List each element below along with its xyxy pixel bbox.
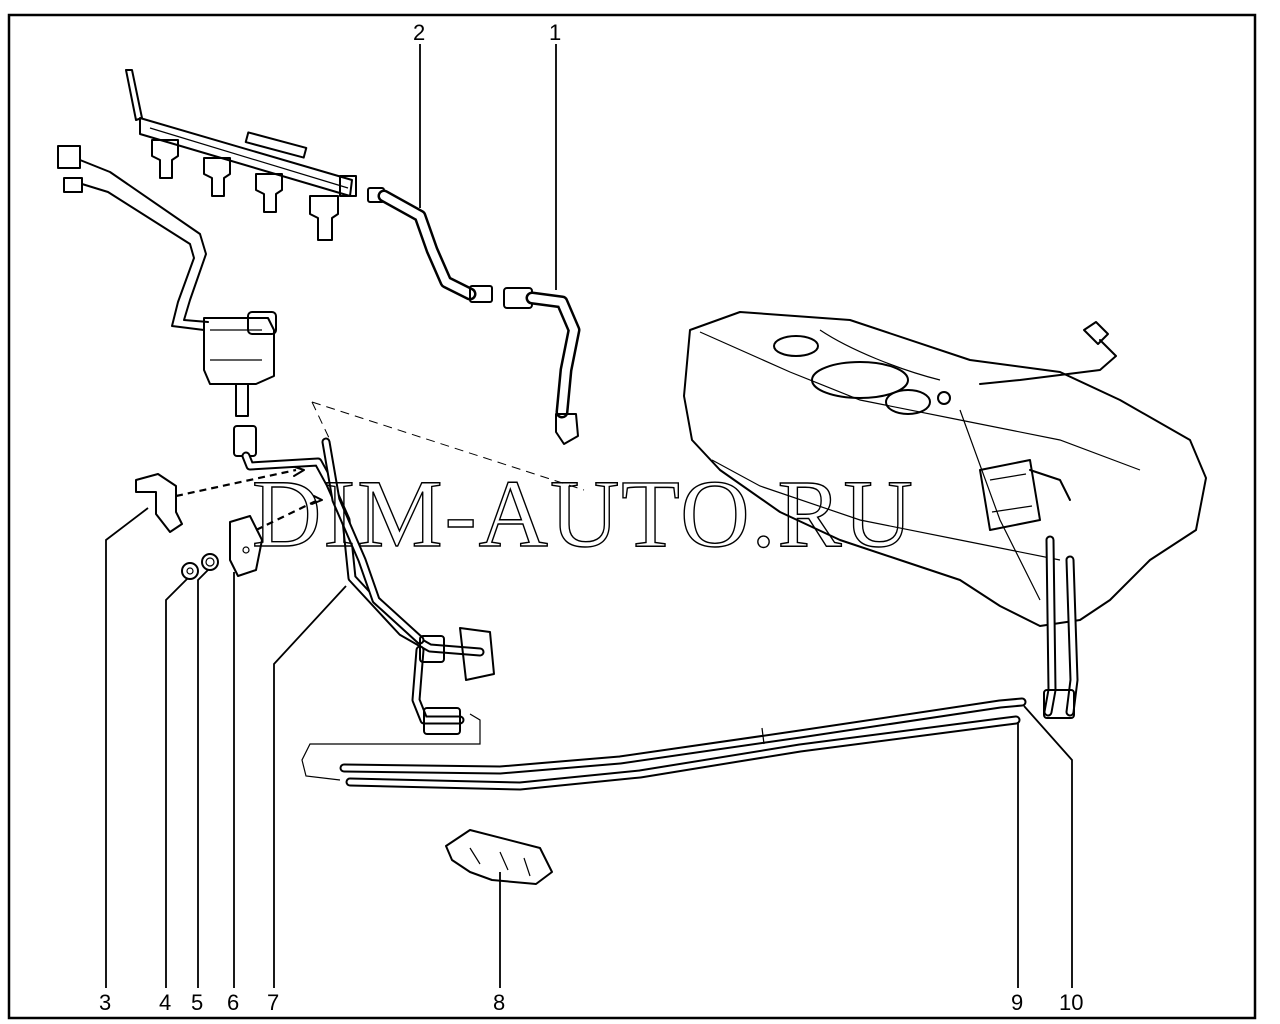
callout-1: 1 [549, 20, 561, 45]
watermark: DIM-AUTO.RU [252, 460, 915, 567]
pipe-clip-8 [445, 829, 553, 885]
callout-10: 10 [1059, 990, 1083, 1015]
callout-2: 2 [413, 20, 425, 45]
flexible-hose-lower [503, 287, 581, 445]
callout-5: 5 [191, 990, 203, 1015]
callout-3: 3 [99, 990, 111, 1015]
fuel-pipe-assembly [233, 425, 495, 781]
callout-4: 4 [159, 990, 171, 1015]
callout-8: 8 [493, 990, 505, 1015]
fuel-rail-with-injectors [125, 69, 357, 241]
clamp-6 [229, 515, 263, 577]
callout-9: 9 [1011, 990, 1023, 1015]
fuel-tank [683, 311, 1207, 719]
callout-6: 6 [227, 990, 239, 1015]
nut-4 [181, 562, 199, 580]
callout-7: 7 [267, 990, 279, 1015]
diagram-frame [7, 13, 1257, 1020]
washer-5 [201, 553, 219, 571]
callout-leaders [105, 44, 1073, 988]
flexible-hose-upper [367, 187, 493, 303]
fuel-pipes-long [339, 697, 1027, 791]
bracket-3 [135, 473, 183, 533]
fuel-filter-assembly [203, 311, 277, 417]
wiring-harness [57, 145, 209, 331]
